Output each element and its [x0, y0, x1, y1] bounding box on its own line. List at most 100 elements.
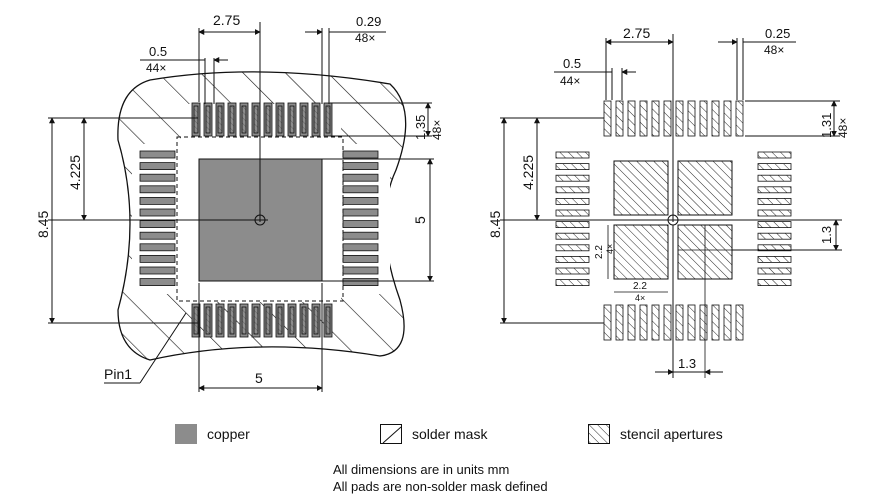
- dim-0-25: 0.25: [765, 26, 790, 41]
- right-pads-group: [555, 100, 792, 341]
- copper-pad: [139, 278, 176, 287]
- stencil-pad: [651, 100, 660, 137]
- stencil-pad: [603, 100, 612, 137]
- pin1-leader: [139, 312, 187, 384]
- copper-pad: [342, 220, 379, 229]
- stencil-pad: [555, 221, 590, 229]
- stencil-pad: [735, 304, 744, 341]
- dim-4-225-left: 4.225: [67, 155, 83, 190]
- dim-2-75-left: 2.75: [213, 12, 240, 28]
- copper-pad: [342, 231, 379, 240]
- stencil-pad: [757, 209, 792, 217]
- copper-pad-inner: [217, 105, 223, 134]
- stencil-pad: [757, 221, 792, 229]
- copper-pad: [342, 278, 379, 287]
- stencil-pad: [627, 100, 636, 137]
- copper-pad: [342, 196, 379, 205]
- stencil-pad: [675, 304, 684, 341]
- copper-pad: [139, 254, 176, 263]
- stencil-pad: [687, 100, 696, 137]
- stencil-pad: [757, 151, 792, 159]
- pin1-label: Pin1: [104, 366, 132, 382]
- stencil-pad: [615, 100, 624, 137]
- stencil-aperture: [613, 224, 669, 280]
- legend-solder-mask-label: solder mask: [412, 426, 488, 442]
- dim-1-3-bottom: 1.3: [678, 356, 696, 371]
- stencil-pad: [663, 100, 672, 137]
- stencil-pad: [675, 100, 684, 137]
- dim-2-75-right: 2.75: [623, 25, 650, 41]
- stencil-pad: [757, 232, 792, 240]
- stencil-pad: [757, 186, 792, 194]
- note-pads: All pads are non-solder mask defined: [333, 479, 548, 494]
- stencil-pad: [735, 100, 744, 137]
- stencil-pad: [555, 174, 590, 182]
- stencil-pad: [711, 304, 720, 341]
- copper-pad: [342, 254, 379, 263]
- copper-pad-inner: [289, 105, 295, 134]
- copper-pad-inner: [241, 105, 247, 134]
- copper-pad: [139, 173, 176, 182]
- copper-pad: [342, 185, 379, 194]
- copper-pad: [342, 150, 379, 159]
- copper-pad-inner: [277, 105, 283, 134]
- stencil-aperture: [613, 160, 669, 216]
- stencil-pad: [639, 100, 648, 137]
- copper-pad-inner: [253, 306, 259, 335]
- dim-8-45-left: 8.45: [35, 211, 51, 238]
- keepout-outline: [176, 136, 344, 302]
- copper-pad: [139, 208, 176, 217]
- dim-8-45-right: 8.45: [487, 211, 503, 238]
- stencil-pad: [663, 304, 672, 341]
- stencil-pad: [627, 304, 636, 341]
- stencil-pad: [757, 197, 792, 205]
- stencil-pad: [757, 255, 792, 263]
- stencil-pad: [555, 197, 590, 205]
- copper-pad: [342, 266, 379, 275]
- stencil-pad: [555, 209, 590, 217]
- left-view: 2.75 0.5 44× 0.29 48× 1.35 48× 8.45 4.22…: [35, 12, 444, 392]
- stencil-pad: [603, 304, 612, 341]
- stencil-pad: [651, 304, 660, 341]
- copper-pad-inner: [241, 306, 247, 335]
- dim-0-5-right-sub: 44×: [560, 74, 580, 88]
- copper-pad: [342, 243, 379, 252]
- dim-4-225-right: 4.225: [520, 155, 536, 190]
- dim-2-2-h-sub: 4×: [635, 293, 645, 303]
- copper-pad: [342, 173, 379, 182]
- dim-5-right: 5: [412, 216, 428, 224]
- stencil-pad: [757, 267, 792, 275]
- legend-stencil: stencil apertures: [588, 424, 723, 444]
- dim-1-35: 1.35: [413, 115, 428, 140]
- note-units: All dimensions are in units mm: [333, 462, 510, 477]
- dim-2-2-v-sub: 4×: [605, 244, 615, 254]
- stencil-pad: [723, 100, 732, 137]
- stencil-pad: [711, 100, 720, 137]
- copper-pad-inner: [205, 105, 211, 134]
- dim-1-3-right: 1.3: [819, 226, 834, 244]
- copper-pad-inner: [301, 306, 307, 335]
- legend-stencil-label: stencil apertures: [620, 426, 723, 442]
- stencil-pad: [555, 151, 590, 159]
- stencil-pad: [639, 304, 648, 341]
- dim-2-2-h: 2.2: [633, 281, 647, 292]
- copper-pad-inner: [325, 105, 331, 134]
- stencil-pad: [555, 255, 590, 263]
- stencil-pad: [757, 279, 792, 287]
- copper-pad-inner: [313, 306, 319, 335]
- stencil-pad: [615, 304, 624, 341]
- copper-pad: [139, 150, 176, 159]
- dim-0-29-sub: 48×: [355, 31, 375, 45]
- copper-pad-inner: [265, 306, 271, 335]
- copper-pad-inner: [229, 105, 235, 134]
- copper-pad-inner: [289, 306, 295, 335]
- copper-pad: [139, 220, 176, 229]
- copper-pad: [342, 162, 379, 171]
- stencil-pad: [555, 279, 590, 287]
- copper-pad: [139, 231, 176, 240]
- copper-pad-inner: [325, 306, 331, 335]
- dim-1-31-sub: 48×: [836, 118, 850, 138]
- copper-pad: [139, 185, 176, 194]
- stencil-pad: [699, 100, 708, 137]
- stencil-pad: [555, 232, 590, 240]
